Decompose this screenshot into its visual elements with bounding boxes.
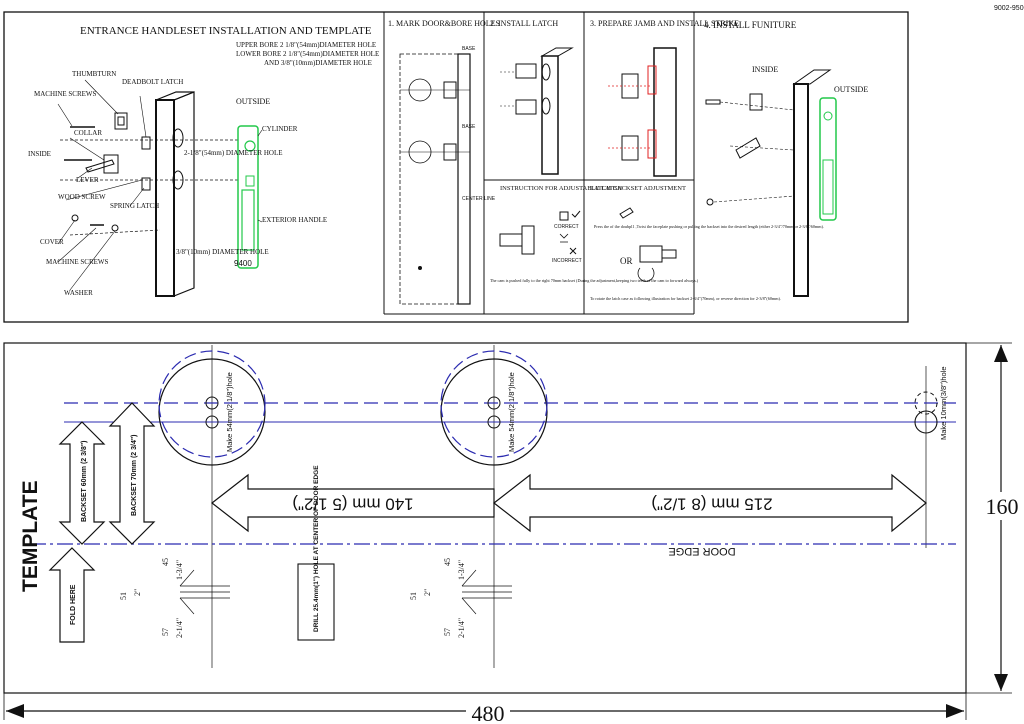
fold-here-label: FOLD HERE xyxy=(70,584,77,625)
offset-right-b-in: 2" xyxy=(423,589,432,596)
bore-line: LOWER BORE 2 1/8"(54mm)DIAMETER HOLE xyxy=(236,50,379,58)
template-title: TEMPLATE xyxy=(19,480,42,592)
offset-right-a-in: 1-3/4" xyxy=(457,560,466,580)
label-model: 9400 xyxy=(234,259,252,268)
make-54-right: Make 54mm(2 1/8")hole xyxy=(507,372,516,452)
latch-diagram xyxy=(499,210,581,255)
step3-diagram xyxy=(608,47,677,177)
label-correct: CORRECT xyxy=(554,224,579,230)
drill-note: DRILL 25.4mm(1") HOLE AT CENTER OF DOOR … xyxy=(313,465,320,632)
offset-left-a-in: 1-3/4" xyxy=(175,560,184,580)
adjust-title: LATCH BACKSET ADJUSTMENT xyxy=(590,185,686,192)
instruction-note: The cam is pushed fully to the right 70m… xyxy=(490,278,699,284)
label-collar: COLLAR xyxy=(74,129,102,137)
offset-marks-right xyxy=(461,569,512,615)
step1-title: 1. MARK DOOR&BORE HOLES xyxy=(388,19,500,28)
exploded-handleset-diagram xyxy=(57,79,263,297)
label-wood-screw: WOOD SCREW xyxy=(58,193,106,201)
make-54-left: Make 54mm(2 1/8")hole xyxy=(225,372,234,452)
offset-marks-left xyxy=(179,569,230,615)
adjust-text2: To rotate the latch case as following il… xyxy=(590,296,781,302)
step1-diagram xyxy=(399,53,471,305)
offset-left-c: 57 xyxy=(161,628,170,636)
offset-left-a: 45 xyxy=(161,558,170,566)
bore-line: UPPER BORE 2 1/8"(54mm)DIAMETER HOLE xyxy=(236,41,376,49)
offset-left-b: 51 xyxy=(119,592,128,600)
step4-diagram xyxy=(705,69,837,297)
label-cover: COVER xyxy=(40,238,64,246)
label-cylinder: CYLINDER xyxy=(262,125,298,133)
offset-left-b-in: 2" xyxy=(133,589,142,596)
adjust-diagram xyxy=(619,207,677,282)
instruction-title: INSTRUCTION FOR ADJUSTABLE LATCH xyxy=(500,185,622,192)
step2-title: 2. INSTALL LATCH xyxy=(490,19,558,28)
door-edge-label: DOOR EDGE xyxy=(668,545,735,557)
step3-title: 3. PREPARE JAMB AND INSTALL STRIKE xyxy=(590,19,739,28)
bore-line: AND 3/8"(10mm)DIAMETER HOLE xyxy=(264,59,372,67)
step2-diagram xyxy=(500,47,574,175)
label-outside: OUTSIDE xyxy=(236,97,270,106)
backset-60-arrow xyxy=(58,421,106,545)
dimension-215-arrow xyxy=(493,473,927,533)
step1-base: BASE xyxy=(462,46,476,52)
drilling-template: Make 54mm(2 1/8")hole Make 54mm(2 1/8")h… xyxy=(3,342,967,694)
dimension-215-label: 215 mm (8 1/2") xyxy=(651,495,772,514)
adjust-text1: Press the of the doubpl1 ,Twist the face… xyxy=(594,224,824,230)
label-exterior-handle: EXTERIOR HANDLE xyxy=(262,216,327,224)
small-hole xyxy=(914,391,938,434)
label-machine-screws-2: MACHINE SCREWS xyxy=(46,258,109,266)
label-spring-latch: SPRING LATCH xyxy=(110,202,159,210)
width-dimension: 480 xyxy=(472,701,505,724)
offset-right-a: 45 xyxy=(443,558,452,566)
label-incorrect: INCORRECT xyxy=(552,258,582,264)
make-10: Make 10mm(3/8")hole xyxy=(939,366,948,440)
step1-base2: BASE xyxy=(462,124,476,130)
sheet-border xyxy=(3,11,909,323)
step4-outside: OUTSIDE xyxy=(834,85,868,94)
label-washer: WASHER xyxy=(64,289,93,297)
step4-title: 4. INSTALL FUNITURE xyxy=(704,20,797,30)
backset-70-arrow xyxy=(108,402,156,545)
drill-note-box xyxy=(297,563,335,641)
sheet-title: ENTRANCE HANDLESET INSTALLATION AND TEMP… xyxy=(80,25,372,37)
instruction-sheet: 9002-9500 ENTRANCE HANDLESET INSTALLATIO… xyxy=(3,5,1024,323)
bore-circle-left xyxy=(158,350,266,466)
label-deadbolt-latch: DEADBOLT LATCH xyxy=(122,78,183,86)
dimension-140-label: 140 mm (5 1/2") xyxy=(292,495,413,514)
template-border xyxy=(3,342,967,694)
label-diameter-10: 3/8"(10mm) DIAMETER HOLE xyxy=(176,248,269,256)
step1-center-line: CENTER LINE xyxy=(462,196,496,202)
step4-inside: INSIDE xyxy=(752,65,778,74)
label-machine-screws: MACHINE SCREWS xyxy=(34,90,97,98)
label-inside: INSIDE xyxy=(28,150,51,158)
backset-70-label: BACKSET 70mm (2 3/4") xyxy=(131,434,138,516)
doc-code: 9002-9500 xyxy=(994,5,1024,12)
offset-left-c-in: 2-1/4" xyxy=(175,618,184,638)
bore-circle-right xyxy=(440,350,548,466)
label-thumbturn: THUMBTURN xyxy=(72,70,116,78)
label-lever: LEVER xyxy=(76,176,99,184)
backset-60-label: BACKSET 60mm (2 3/8") xyxy=(81,440,88,522)
height-dimension: 160 xyxy=(986,494,1019,519)
fold-here-arrow xyxy=(48,547,96,643)
offset-right-c: 57 xyxy=(443,628,452,636)
offset-right-b: 51 xyxy=(409,592,418,600)
adjust-or: OR xyxy=(620,256,633,266)
label-diameter-54: 2-1/8"(54mm) DIAMETER HOLE xyxy=(184,149,283,157)
offset-right-c-in: 2-1/4" xyxy=(457,618,466,638)
